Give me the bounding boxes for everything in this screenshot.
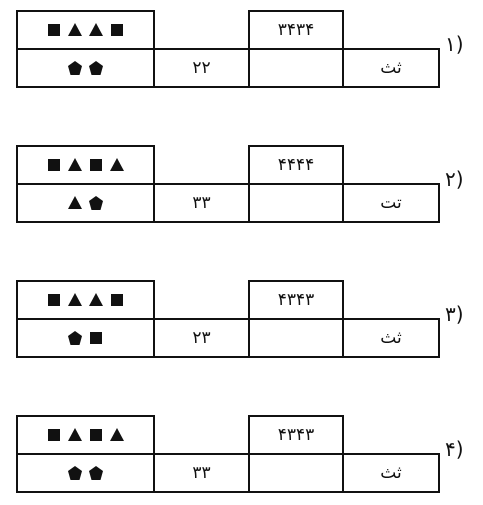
option-2: ۴۴۴۴ ۳۳ تت ۲): [0, 145, 483, 235]
shape-sequence: [46, 157, 125, 173]
shape-sequence: [46, 22, 125, 38]
bottom-number: ۲۳: [192, 328, 211, 348]
pentagon-icon: [68, 466, 82, 480]
bottom-number-cell: ۲۳: [153, 318, 250, 358]
square-icon: [48, 429, 60, 441]
bottom-shapes-cell: [16, 453, 155, 493]
letters: ثث: [380, 328, 402, 348]
option-label: ۴): [445, 437, 464, 461]
shape-sequence: [46, 427, 125, 443]
pentagon-icon: [89, 61, 103, 75]
triangle-icon: [110, 428, 124, 441]
letters: تت: [380, 193, 402, 213]
empty-cell: [248, 318, 344, 358]
letters-cell: ثث: [342, 318, 440, 358]
shape-sequence: [67, 465, 104, 481]
triangle-icon: [89, 23, 103, 36]
empty-cell: [248, 183, 344, 223]
square-icon: [90, 332, 102, 344]
top-number: ۴۳۴۳: [277, 290, 315, 310]
pentagon-icon: [89, 466, 103, 480]
letters-cell: تت: [342, 183, 440, 223]
option-4: ۴۳۴۳ ۳۳ ثث ۴): [0, 415, 483, 505]
top-number: ۴۳۴۳: [277, 425, 315, 445]
bottom-number: ۳۳: [192, 463, 211, 483]
bottom-number-cell: ۲۲: [153, 48, 250, 88]
pentagon-icon: [68, 61, 82, 75]
top-number-cell: ۴۳۴۳: [248, 415, 344, 455]
triangle-icon: [110, 158, 124, 171]
shape-sequence: [67, 330, 104, 346]
triangle-icon: [68, 428, 82, 441]
shape-sequence: [67, 195, 104, 211]
empty-cell: [248, 453, 344, 493]
bottom-number-cell: ۳۳: [153, 453, 250, 493]
bottom-number: ۲۲: [192, 58, 211, 78]
top-number: ۴۴۴۴: [277, 155, 315, 175]
option-label: ۲): [445, 167, 464, 191]
shape-sequence: [67, 60, 104, 76]
option-label: ۳): [445, 302, 464, 326]
square-icon: [111, 294, 123, 306]
square-icon: [90, 429, 102, 441]
square-icon: [111, 24, 123, 36]
top-shapes-cell: [16, 415, 155, 455]
bottom-shapes-cell: [16, 318, 155, 358]
pentagon-icon: [68, 331, 82, 345]
triangle-icon: [89, 293, 103, 306]
top-number: ۳۴۳۴: [277, 20, 315, 40]
square-icon: [90, 159, 102, 171]
pentagon-icon: [89, 196, 103, 210]
shape-sequence: [46, 292, 125, 308]
letters-cell: ثث: [342, 453, 440, 493]
option-label: ۱): [445, 32, 464, 56]
top-number-cell: ۳۴۳۴: [248, 10, 344, 50]
bottom-shapes-cell: [16, 48, 155, 88]
top-shapes-cell: [16, 10, 155, 50]
letters: ثث: [380, 463, 402, 483]
top-number-cell: ۴۴۴۴: [248, 145, 344, 185]
triangle-icon: [68, 158, 82, 171]
option-3: ۴۳۴۳ ۲۳ ثث ۳): [0, 280, 483, 370]
empty-cell: [248, 48, 344, 88]
triangle-icon: [68, 196, 82, 209]
top-shapes-cell: [16, 280, 155, 320]
letters: ثث: [380, 58, 402, 78]
triangle-icon: [68, 23, 82, 36]
top-number-cell: ۴۳۴۳: [248, 280, 344, 320]
bottom-number-cell: ۳۳: [153, 183, 250, 223]
top-shapes-cell: [16, 145, 155, 185]
option-1: ۳۴۳۴ ۲۲ ثث ۱): [0, 10, 483, 100]
bottom-shapes-cell: [16, 183, 155, 223]
bottom-number: ۳۳: [192, 193, 211, 213]
letters-cell: ثث: [342, 48, 440, 88]
square-icon: [48, 294, 60, 306]
square-icon: [48, 159, 60, 171]
triangle-icon: [68, 293, 82, 306]
square-icon: [48, 24, 60, 36]
